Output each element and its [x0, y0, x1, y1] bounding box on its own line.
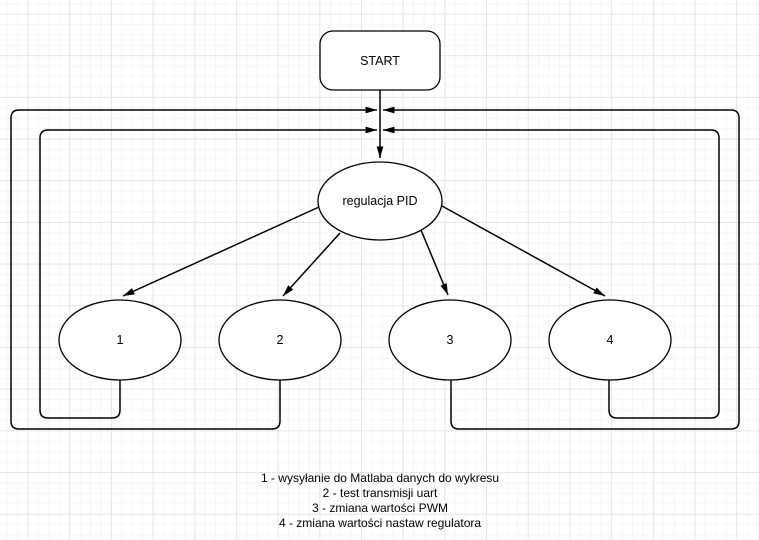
- legend-line-1: 1 - wysyłanie do Matlaba danych do wykre…: [261, 471, 499, 485]
- loop-return-task1-inner-left: [39, 126, 377, 419]
- node-task3: [388, 299, 512, 381]
- loop-return-task4-inner-right: [383, 126, 720, 419]
- edge-pid-to-task1: [122, 206, 320, 297]
- edge-pid-to-task4: [441, 205, 606, 297]
- node-task3-label: 3: [447, 333, 454, 347]
- node-task4-label: 4: [607, 333, 614, 347]
- legend-line-4: 4 - zmiana wartości nastaw regulatora: [279, 516, 481, 530]
- legend-line-3: 3 - zmiana wartości PWM: [312, 501, 448, 515]
- loop-return-task2-outer-left: [10, 106, 377, 430]
- node-pid: [317, 161, 443, 241]
- node-task2: [218, 299, 342, 381]
- legend-line-2: 2 - test transmisji uart: [323, 486, 438, 500]
- loop-return-task3-outer-right: [383, 106, 740, 430]
- node-task1-label: 1: [117, 333, 124, 347]
- node-pid-label: regulacja PID: [342, 194, 417, 208]
- node-start-label: START: [360, 54, 400, 68]
- legend: 1 - wysyłanie do Matlaba danych do wykre…: [261, 471, 499, 530]
- node-start: [319, 30, 441, 91]
- node-task4: [548, 299, 672, 381]
- node-task2-label: 2: [277, 333, 284, 347]
- edge-pid-to-task3: [420, 229, 449, 296]
- edge-pid-to-task2: [282, 232, 341, 297]
- node-task1: [58, 299, 182, 381]
